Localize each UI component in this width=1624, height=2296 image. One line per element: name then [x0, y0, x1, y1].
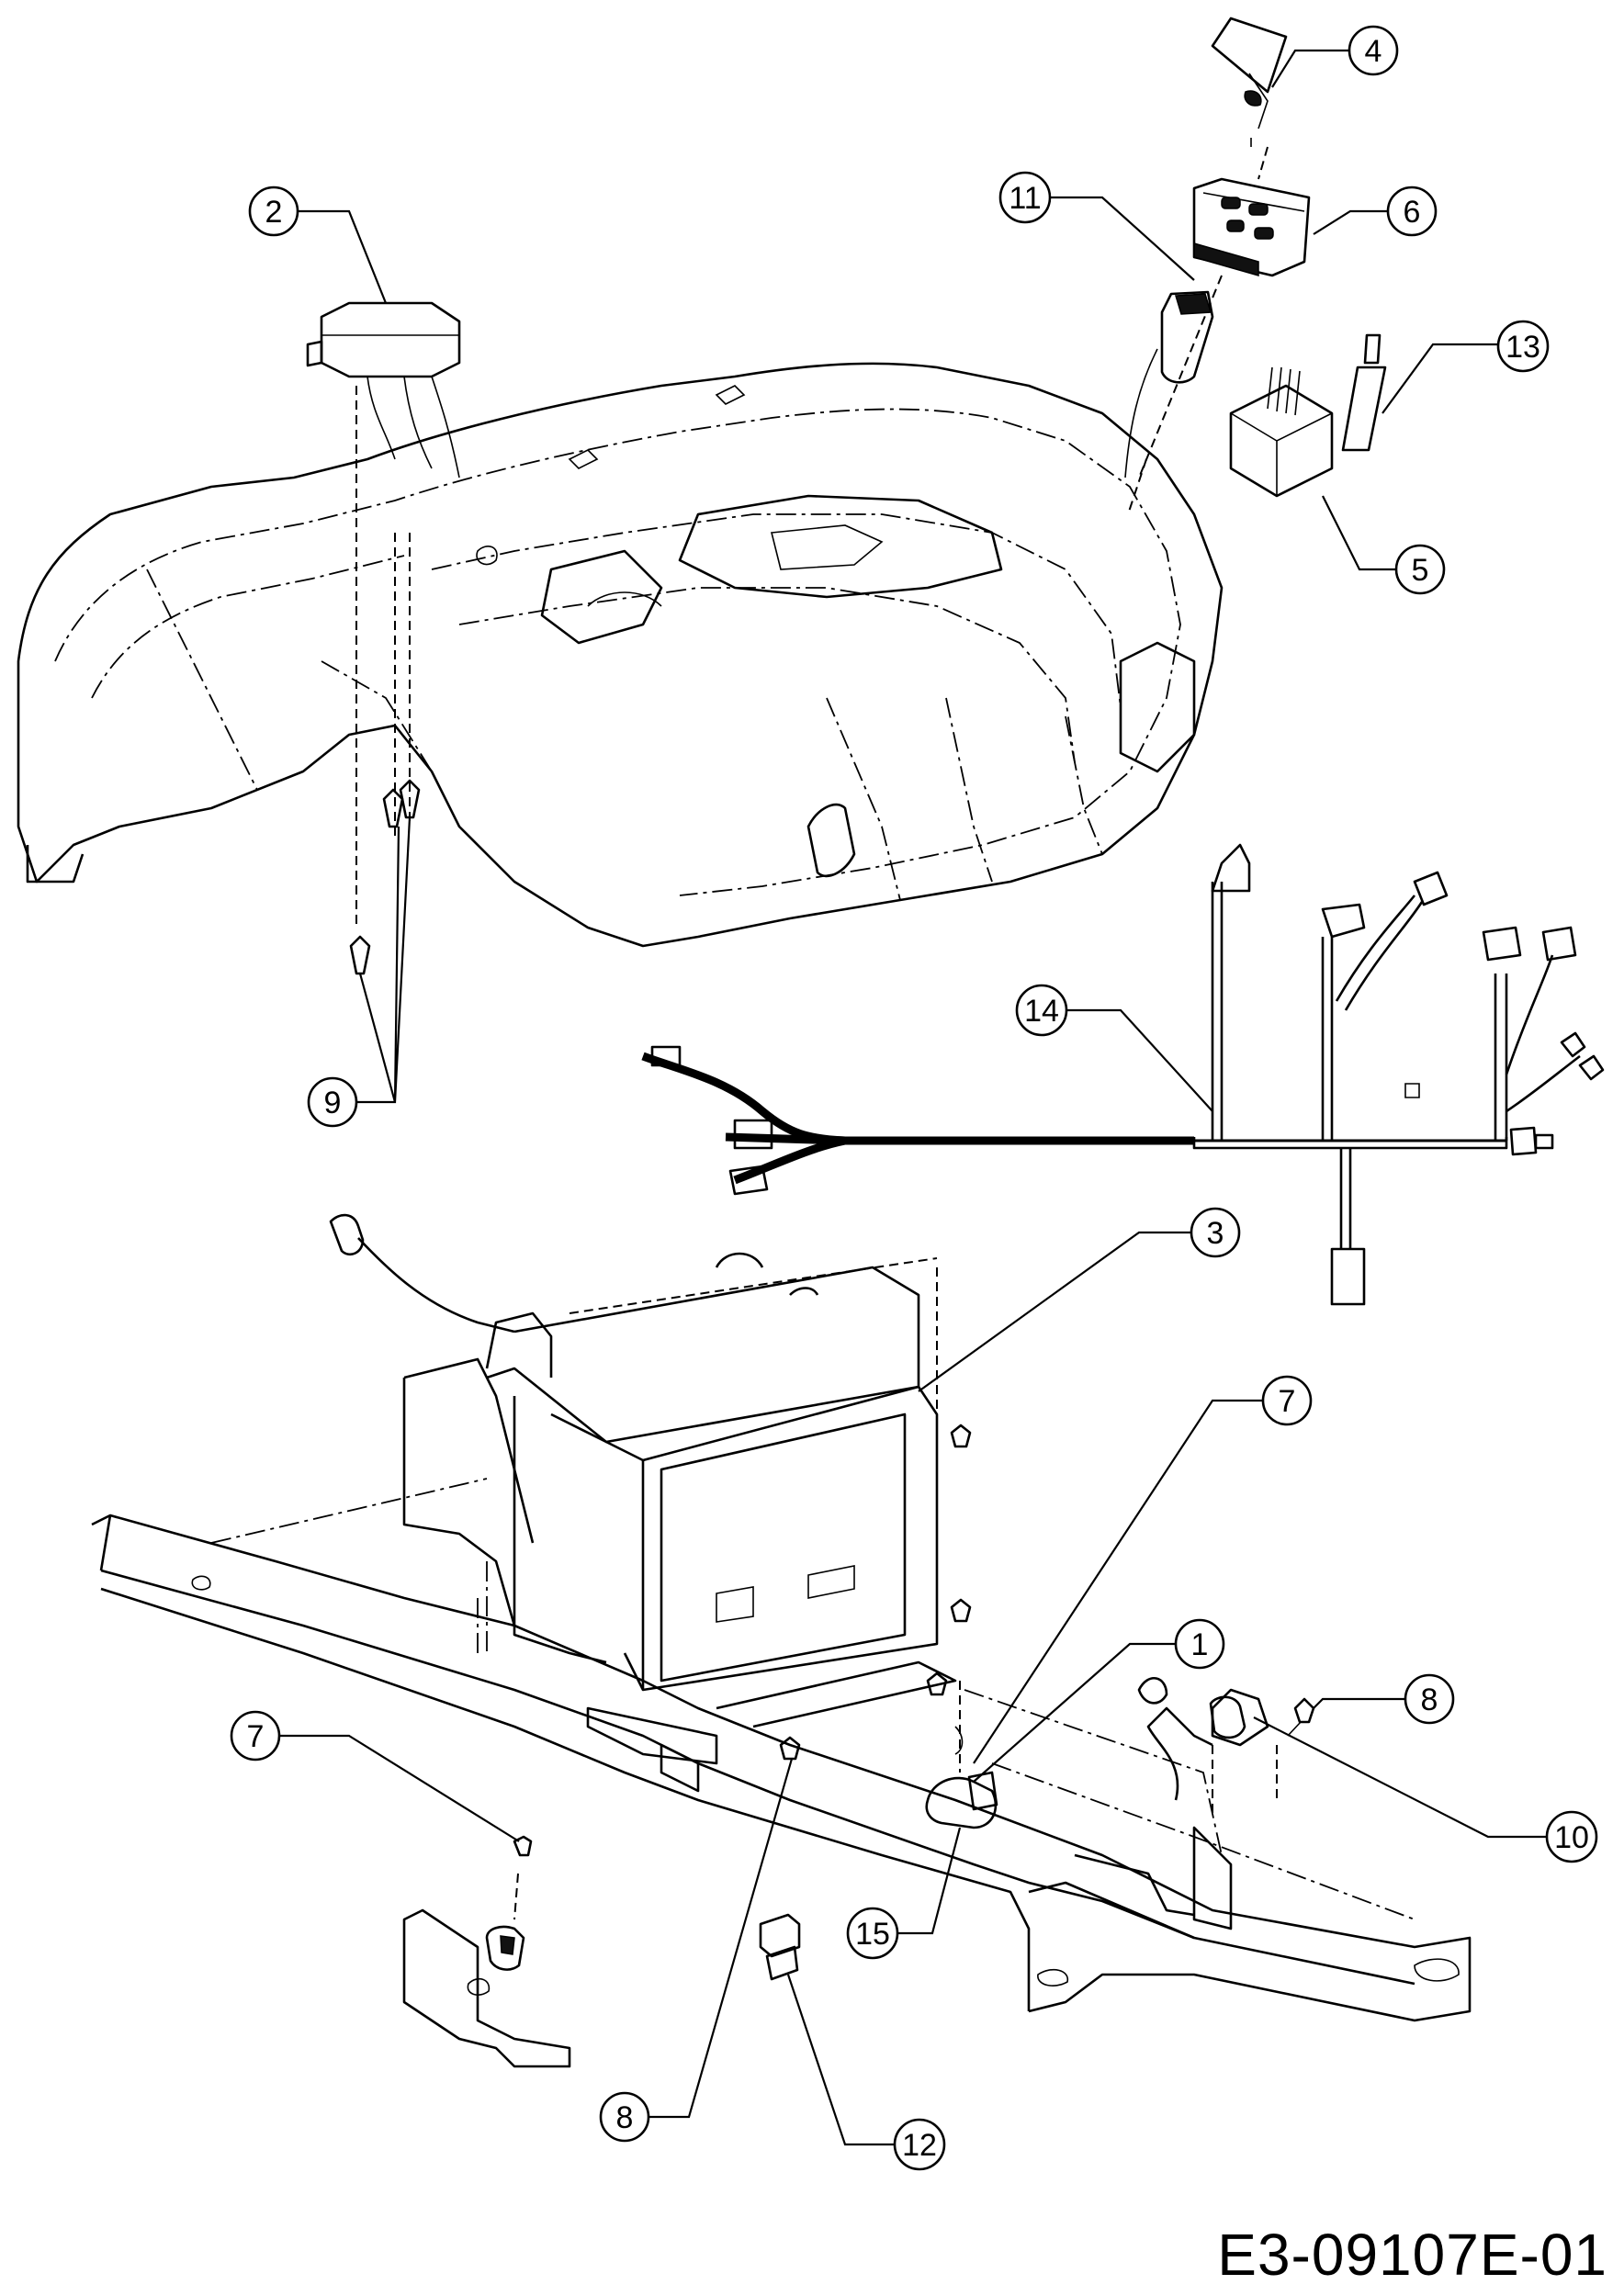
power-socket-part	[1124, 290, 1214, 515]
callout-12: 12	[893, 2118, 946, 2171]
rivets-part	[349, 779, 421, 975]
callout-13-label: 13	[1506, 330, 1540, 365]
ignition-key-part	[1211, 17, 1288, 180]
callout-12-label: 12	[902, 2128, 937, 2163]
chassis-frame	[91, 1357, 1472, 2022]
callout-5: 5	[1394, 544, 1446, 595]
seat-switch-part	[402, 1835, 571, 2068]
callout-7-upper-label: 7	[1279, 1384, 1296, 1419]
callout-9-label: 9	[324, 1086, 342, 1120]
frame-bolts	[779, 1424, 972, 1761]
ignition-switch-part	[925, 1681, 998, 1829]
callout-1: 1	[1174, 1618, 1225, 1670]
callout-4-label: 4	[1365, 34, 1382, 69]
callout-8-lower-label: 8	[616, 2100, 634, 2135]
callout-2: 2	[248, 186, 299, 237]
callout-15: 15	[846, 1907, 899, 1960]
callout-6-label: 6	[1404, 195, 1421, 230]
control-panel-part	[1138, 177, 1311, 478]
callout-7-lower-label: 7	[247, 1719, 265, 1754]
callout-3-label: 3	[1207, 1216, 1224, 1251]
callout-7-lower: 7	[230, 1710, 281, 1761]
callout-9: 9	[307, 1076, 358, 1128]
callout-14: 14	[1015, 984, 1068, 1037]
drawing-number: E3-09107E-01	[1217, 2222, 1607, 2288]
leader-lines	[279, 49, 1548, 2146]
wiring-harness-part	[641, 843, 1605, 1306]
callout-11: 11	[998, 171, 1052, 224]
battery-part	[329, 1213, 939, 1692]
relay-part	[1229, 366, 1334, 498]
callout-3: 3	[1190, 1207, 1241, 1258]
callout-4: 4	[1348, 25, 1399, 76]
fuse-part	[1341, 333, 1387, 452]
callout-7-upper: 7	[1261, 1375, 1313, 1426]
callout-5-label: 5	[1412, 553, 1429, 588]
callout-10: 10	[1545, 1810, 1598, 1863]
callout-14-label: 14	[1024, 994, 1059, 1029]
callout-2-label: 2	[265, 195, 283, 230]
brake-switch-part	[1209, 1695, 1315, 1739]
callout-13: 13	[1496, 320, 1550, 373]
hood-dash-panel	[17, 362, 1224, 948]
callout-8-right-label: 8	[1421, 1683, 1438, 1717]
callout-8-right: 8	[1404, 1673, 1455, 1725]
callout-8-lower: 8	[599, 2091, 650, 2143]
callout-1-label: 1	[1191, 1627, 1209, 1662]
callout-6: 6	[1386, 186, 1438, 237]
module-box-part	[306, 301, 461, 928]
callout-10-label: 10	[1554, 1820, 1589, 1855]
callout-15-label: 15	[855, 1917, 890, 1952]
callout-11-label: 11	[1009, 181, 1041, 216]
plunger-switch-part	[759, 1913, 801, 1981]
